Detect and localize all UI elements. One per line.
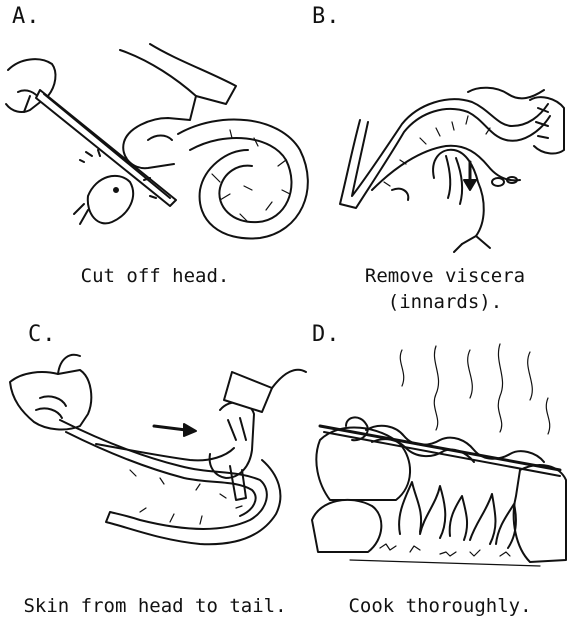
panel-d-caption: Cook thoroughly.: [330, 594, 550, 618]
